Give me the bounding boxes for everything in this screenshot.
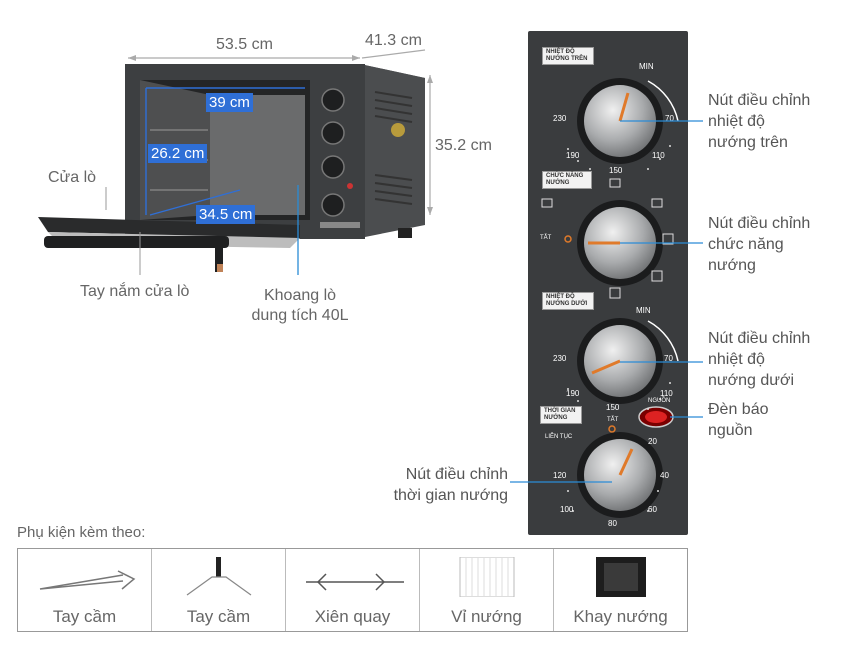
k3-70: 70 <box>664 354 673 363</box>
oven-height-label: 35.2 cm <box>435 137 492 154</box>
callout-power-light-line2: nguồn <box>708 422 753 439</box>
callout-function: Nút điều chỉnh chức năng nướng <box>708 213 810 276</box>
callout-top-temp-line2: nhiệt độ <box>708 113 765 130</box>
handle-label: Tay nắm cửa lò <box>80 283 190 300</box>
k3-150: 150 <box>606 403 620 412</box>
inner-height-tag: 26.2 cm <box>148 144 208 163</box>
control-panel-knobs <box>541 78 679 518</box>
accessory-name: Tay cầm <box>52 607 117 626</box>
k2-off: TẮT <box>540 235 552 241</box>
callout-function-line2: chức năng <box>708 236 784 253</box>
k4-off: TẮT <box>607 417 619 423</box>
accessory-name: Vỉ nướng <box>451 607 522 626</box>
accessory-name: Tay cầm <box>186 607 251 626</box>
rotisserie-skewer-icon <box>306 573 404 591</box>
k4-100: 100 <box>560 505 574 514</box>
k1-70: 70 <box>665 114 674 123</box>
k4-80: 80 <box>608 519 617 528</box>
inner-width-tag: 39 cm <box>206 93 253 112</box>
knob4-tag: THỜI GIAN NƯỚNG <box>540 406 582 424</box>
cavity-label-line2: dung tích 40L <box>251 307 349 324</box>
callout-top-temp-line1: Nút điều chỉnh <box>708 92 811 109</box>
k1-230: 230 <box>553 114 567 123</box>
k1-min: MIN <box>639 62 654 71</box>
k4-continuous: LIÊN TỤC <box>545 434 573 440</box>
cavity-label-line1: Khoang lò <box>263 287 337 304</box>
tray-handle-icon <box>186 557 252 596</box>
callout-bottom-temp-line2: nhiệt độ <box>708 351 765 368</box>
callout-power-light-line1: Đèn báo <box>708 401 769 418</box>
tongs-icon <box>39 570 136 590</box>
cavity-label: Khoang lò dung tích 40L <box>240 286 360 326</box>
k3-190: 190 <box>566 389 580 398</box>
baking-tray-icon <box>596 557 646 597</box>
k3-110: 110 <box>660 389 673 398</box>
oven-depth-label: 41.3 cm <box>365 32 422 49</box>
oven-width-label: 53.5 cm <box>216 36 273 53</box>
accessories-table: Tay cầm Tay cầm Xiên quay Vỉ nướng Khay … <box>17 548 688 632</box>
accessory-cell: Khay nướng <box>554 549 687 631</box>
callout-function-line1: Nút điều chỉnh <box>708 215 811 232</box>
callout-bottom-temp-line1: Nút điều chỉnh <box>708 330 811 347</box>
callout-function-line3: nướng <box>708 257 756 274</box>
callout-timer-line1: Nút điều chỉnh <box>405 466 508 483</box>
door-label: Cửa lò <box>48 169 97 186</box>
knob3-tag: NHIỆT ĐỘ NƯỚNG DƯỚI <box>542 292 594 310</box>
k1-110: 110 <box>652 151 665 160</box>
callout-power-light: Đèn báo nguồn <box>708 399 769 441</box>
callout-timer: Nút điều chỉnh thời gian nướng <box>380 464 508 506</box>
accessories-title: Phụ kiện kèm theo: <box>17 524 146 541</box>
k1-190: 190 <box>566 151 580 160</box>
inner-depth-tag: 34.5 cm <box>196 205 256 224</box>
k3-min: MIN <box>636 306 651 315</box>
k4-120: 120 <box>553 471 567 480</box>
accessory-cell: Tay cầm <box>152 549 286 631</box>
wire-rack-icon <box>459 557 515 597</box>
accessory-cell: Tay cầm <box>18 549 152 631</box>
callout-bottom-temp-line3: nướng dưới <box>708 372 794 389</box>
callout-timer-line2: thời gian nướng <box>393 487 508 504</box>
knob2-tag: CHỨC NĂNG NƯỚNG <box>542 171 592 189</box>
k4-20: 20 <box>648 437 657 446</box>
callout-top-temp: Nút điều chỉnh nhiệt độ nướng trên <box>708 90 810 153</box>
knob1-tag: NHIỆT ĐỘ NƯỚNG TRÊN <box>542 47 594 65</box>
accessory-name: Khay nướng <box>573 607 668 626</box>
callout-top-temp-line3: nướng trên <box>708 134 788 151</box>
callout-bottom-temp: Nút điều chỉnh nhiệt độ nướng dưới <box>708 328 810 391</box>
power-tag: NGUỒN <box>648 398 671 404</box>
accessory-cell: Vỉ nướng <box>420 549 554 631</box>
k1-150: 150 <box>609 166 623 175</box>
accessory-name: Xiên quay <box>314 607 391 626</box>
k3-230: 230 <box>553 354 567 363</box>
accessory-cell: Xiên quay <box>286 549 420 631</box>
k4-40: 40 <box>660 471 669 480</box>
k4-60: 60 <box>648 505 657 514</box>
